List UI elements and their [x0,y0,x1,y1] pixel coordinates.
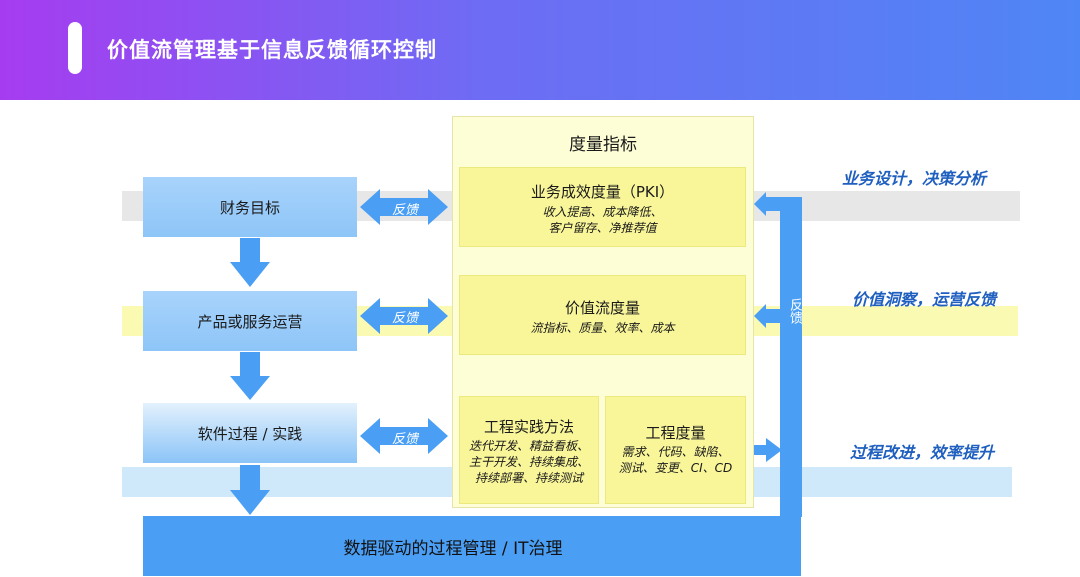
header-banner [0,0,1080,100]
software-process-box: 软件过程 / 实践 [143,403,357,463]
down-arrow-3 [230,465,270,515]
feedback-column [780,197,802,517]
feedback-label-1: 反馈 [391,203,418,218]
double-arrow-1 [360,189,448,225]
engineering-practice-line-2: 主干开发、持续集成、 [468,455,589,469]
engineering-metric-title: 工程度量 [645,424,706,442]
feedback-column-label: 反馈 [787,298,802,324]
double-arrow-2 [360,298,448,334]
engineering-practice-box: 工程实践方法 迭代开发、精益看板、 主干开发、持续集成、 持续部署、持续测试 [459,396,599,504]
right-label-process: 过程改进，效率提升 [850,443,995,462]
business-outcome-box: 业务成效度量（PKI） 收入提高、成本降低、 客户留存、净推荐值 [459,167,746,247]
value-stream-box: 价值流度量 流指标、质量、效率、成本 [459,275,746,355]
page-title: 价值流管理基于信息反馈循环控制 [107,38,437,62]
product-operation-box: 产品或服务运营 [143,291,357,351]
data-governance-label: 数据驱动的过程管理 / IT治理 [343,538,563,559]
engineering-metric-box: 工程度量 需求、代码、缺陷、 测试、变更、CI、CD [605,396,746,504]
value-stream-title: 价值流度量 [564,299,640,317]
feedback-arrow-mid [754,304,782,328]
feedback-label-3: 反馈 [391,432,418,447]
data-governance-bar [143,516,801,576]
engineering-practice-line-3: 持续部署、持续测试 [474,471,583,485]
business-outcome-title: 业务成效度量（PKI） [530,183,675,201]
value-stream-line-1: 流指标、质量、效率、成本 [530,321,675,335]
business-outcome-line-2: 客户留存、净推荐值 [548,221,657,235]
business-outcome-line-1: 收入提高、成本降低、 [542,205,663,219]
metrics-title: 度量指标 [569,135,637,155]
header-accent-bar [68,22,82,74]
down-arrow-2 [230,352,270,400]
down-arrow-1 [230,238,270,287]
engineering-metric-line-1: 需求、代码、缺陷、 [621,445,730,459]
double-arrow-3 [360,418,448,454]
software-process-label: 软件过程 / 实践 [197,424,303,443]
feedback-label-2: 反馈 [391,311,418,326]
feedback-arrow-eng [754,438,782,462]
feedback-arrow-top [754,192,782,216]
right-label-value: 价值洞察，运营反馈 [852,290,997,309]
engineering-practice-line-1: 迭代开发、精益看板、 [468,439,589,453]
engineering-practice-title: 工程实践方法 [483,418,574,436]
engineering-metric-line-2: 测试、变更、CI、CD [618,461,733,475]
product-operation-label: 产品或服务运营 [197,312,303,331]
right-label-business: 业务设计，决策分析 [842,169,987,188]
finance-goal-box: 财务目标 [143,177,357,237]
finance-goal-label: 财务目标 [219,198,280,217]
